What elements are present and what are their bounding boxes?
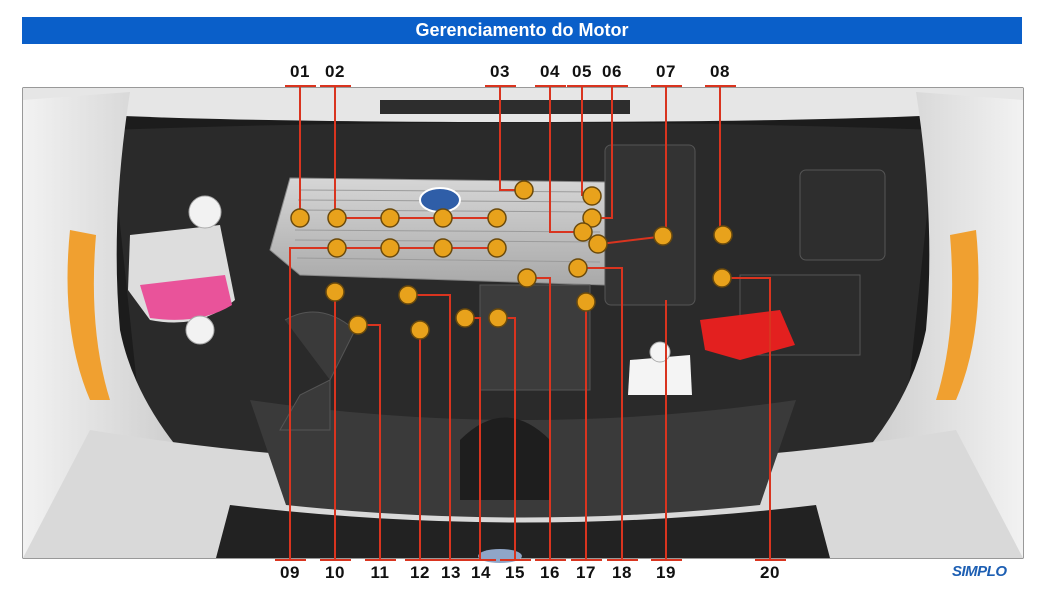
title-bar: Gerenciamento do Motor (22, 17, 1022, 44)
fuse-box (799, 169, 886, 261)
callout-dot (290, 208, 310, 228)
callout-dot (380, 238, 400, 258)
callout-label-13: 13 (441, 563, 461, 582)
headlight-right (936, 230, 979, 400)
callout-dot (568, 258, 588, 278)
callout-dots (290, 180, 733, 340)
cowl-vent (380, 100, 630, 114)
callout-dot (327, 208, 347, 228)
fender-left (23, 92, 250, 558)
callout-label-10: 10 (325, 563, 345, 582)
callout-dot (576, 292, 596, 312)
callout-dot (582, 186, 602, 206)
callout-dot (712, 268, 732, 288)
reservoir-cap (188, 195, 222, 229)
callout-dot (487, 238, 507, 258)
callout-dot (398, 285, 418, 305)
callout-dot (487, 208, 507, 228)
callout-label-15: 15 (505, 563, 525, 582)
air-intake (279, 311, 356, 431)
callout-dot (410, 320, 430, 340)
callout-label-06: 06 (602, 62, 622, 81)
callout-dot (327, 238, 347, 258)
callout-label-20: 20 (760, 563, 780, 582)
headlight-left (67, 230, 110, 400)
callout-dot (348, 315, 368, 335)
ecu-box (604, 144, 696, 306)
callout-dot (517, 268, 537, 288)
callout-label-11: 11 (370, 563, 390, 582)
callout-label-07: 07 (656, 62, 676, 81)
callout-label-09: 09 (280, 563, 300, 582)
label-underlines (275, 85, 786, 561)
callout-label-17: 17 (576, 563, 596, 582)
callout-label-19: 19 (656, 563, 676, 582)
front-grille (216, 505, 830, 558)
callout-dot (455, 308, 475, 328)
fender-right (796, 92, 1023, 558)
engine-cover (269, 177, 611, 286)
coolant-fluid (140, 275, 232, 320)
callout-label-02: 02 (325, 62, 345, 81)
callout-dot (588, 234, 608, 254)
air-box (479, 284, 591, 391)
callout-dot (433, 208, 453, 228)
callout-dot (488, 308, 508, 328)
callout-label-01: 01 (290, 62, 310, 81)
callout-label-03: 03 (490, 62, 510, 81)
callout-dot (433, 238, 453, 258)
callout-label-05: 05 (572, 62, 592, 81)
callout-dot (653, 226, 673, 246)
callout-dot (380, 208, 400, 228)
red-terminal-cover (700, 310, 795, 360)
simplo-logo: SIMPLO (952, 563, 1007, 580)
callout-dot (325, 282, 345, 302)
center-latch (460, 417, 550, 500)
callout-label-12: 12 (410, 563, 430, 582)
callout-label-04: 04 (540, 62, 560, 81)
page-title: Gerenciamento do Motor (415, 20, 629, 40)
white-reservoir (628, 355, 692, 395)
callout-dot (573, 222, 593, 242)
callout-label-18: 18 (612, 563, 632, 582)
callout-label-14: 14 (471, 563, 491, 582)
callout-dot (582, 208, 602, 228)
toyota-emblem-cover (419, 187, 461, 213)
callout-dot (514, 180, 534, 200)
callout-label-08: 08 (710, 62, 730, 81)
callout-dot (713, 225, 733, 245)
callout-label-16: 16 (540, 563, 560, 582)
washer-cap (185, 315, 215, 345)
